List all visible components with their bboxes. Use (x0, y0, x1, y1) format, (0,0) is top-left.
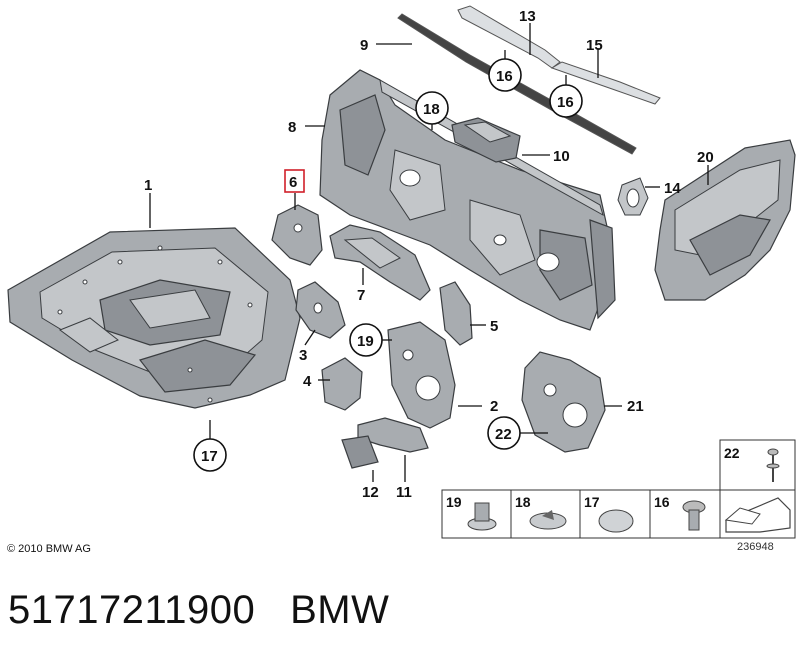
legend-top-label: 22 (724, 445, 740, 461)
legend-cell-17-label: 17 (584, 494, 600, 510)
rivet-icon (766, 448, 780, 482)
part-2-insulation[interactable] (387, 321, 456, 429)
callout-4: 4 (303, 373, 312, 390)
callout-16a: 16 (496, 68, 513, 85)
part-3-bracket[interactable] (295, 281, 346, 339)
part-7-panel[interactable] (329, 224, 431, 301)
callout-19: 19 (357, 333, 374, 350)
caption-gap (255, 588, 290, 632)
callout-11: 11 (396, 484, 412, 501)
part-number: 51717211900 (8, 588, 256, 632)
part-21-panel[interactable] (521, 351, 606, 453)
callout-16b-circle: 16 (549, 84, 583, 118)
callout-16a-circle: 16 (488, 58, 522, 92)
expanding-clip-icon (682, 500, 706, 531)
part-20-side-panel[interactable] (654, 139, 796, 301)
part-4-bracket[interactable] (321, 357, 363, 411)
callout-22: 22 (495, 426, 512, 443)
callout-17-circle: 17 (193, 438, 227, 472)
part-15-strip[interactable] (550, 61, 661, 105)
callout-16b: 16 (557, 94, 574, 111)
legend-cell-19-label: 19 (446, 494, 462, 510)
callout-22-circle: 22 (487, 416, 521, 450)
part-14-ring[interactable] (617, 177, 649, 216)
callout-10: 10 (553, 148, 570, 165)
part-12-pad[interactable] (341, 435, 379, 469)
callout-8: 8 (288, 119, 296, 136)
part-10-insulation[interactable] (451, 117, 521, 163)
drawing-number: 236948 (737, 541, 774, 553)
washer-nut-icon (467, 502, 497, 531)
callout-15: 15 (586, 37, 603, 54)
brand-name: BMW (290, 588, 390, 632)
callout-21: 21 (627, 398, 644, 415)
parts-diagram: 1 2 3 4 5 7 8 9 10 11 12 13 14 15 20 21 … (7, 5, 796, 539)
legend-cell-16-label: 16 (654, 494, 670, 510)
cap-icon (598, 509, 634, 533)
part-1-panel[interactable] (7, 227, 301, 409)
part-13-strip[interactable] (457, 5, 561, 69)
wedge-arrow-icon (724, 497, 791, 533)
push-clip-icon (529, 510, 567, 530)
callout-1: 1 (144, 177, 152, 194)
caption: 51717211900 BMW (8, 588, 389, 633)
callout-20: 20 (697, 149, 714, 166)
callout-18-circle: 18 (415, 91, 449, 125)
callout-18: 18 (423, 101, 440, 118)
callout-12: 12 (362, 484, 379, 501)
callout-2: 2 (490, 398, 498, 415)
callout-6: 6 (289, 174, 297, 191)
part-5-bracket[interactable] (439, 281, 473, 346)
callout-5: 5 (490, 318, 498, 335)
callout-19-circle: 19 (349, 323, 383, 357)
callout-13: 13 (519, 8, 536, 25)
callout-3: 3 (299, 347, 307, 364)
callout-14: 14 (664, 180, 681, 197)
legend-cell-18-label: 18 (515, 494, 531, 510)
part-6-bracket[interactable] (271, 204, 323, 266)
callout-9: 9 (360, 37, 368, 54)
copyright-notice: © 2010 BMW AG (7, 543, 91, 555)
callout-6-highlight[interactable]: 6 (284, 169, 305, 193)
hardware-legend: 22 19 18 17 16 (441, 439, 796, 539)
callout-17: 17 (201, 448, 218, 465)
callout-7: 7 (357, 287, 365, 304)
